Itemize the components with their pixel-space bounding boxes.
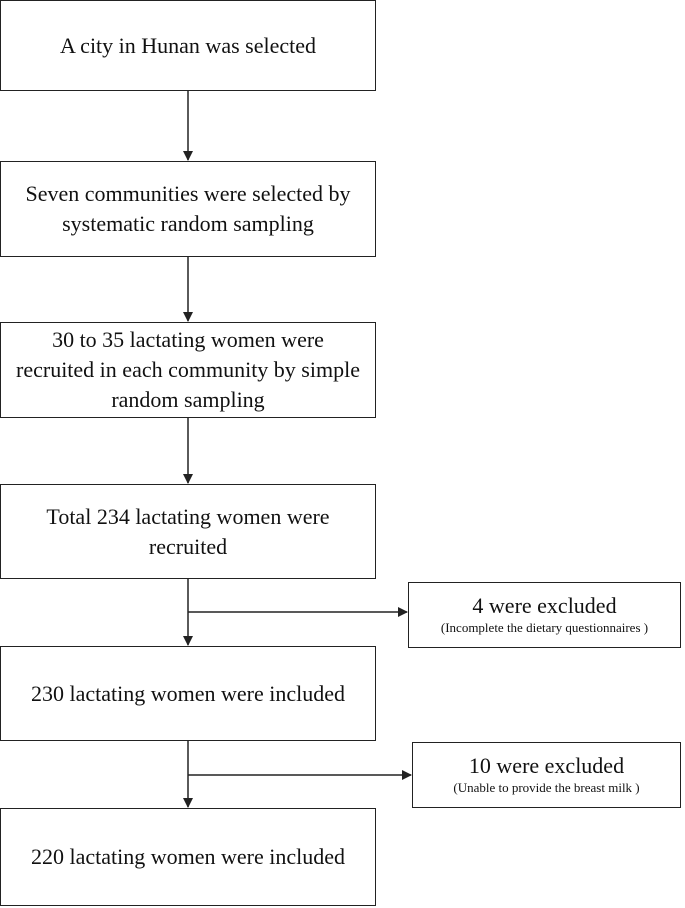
step-box-2: Seven communities were selected by syste… xyxy=(0,161,376,257)
step-box-5: 230 lactating women were included xyxy=(0,646,376,741)
step-text: 230 lactating women were included xyxy=(30,680,345,706)
step-text: A city in Hunan was selected xyxy=(60,32,316,58)
step-text: Seven communities were selected by syste… xyxy=(25,181,351,236)
step-text: 30 to 35 lactating women were recruited … xyxy=(16,327,360,412)
step-text: Total 234 lactating women were recruited xyxy=(46,503,330,559)
exclusion-box-2: 10 were excluded (Unable to provide the … xyxy=(412,742,681,808)
step-box-6: 220 lactating women were included xyxy=(0,808,376,906)
step-box-3: 30 to 35 lactating women were recruited … xyxy=(0,322,376,418)
step-text: 220 lactating women were included xyxy=(30,844,345,869)
exclusion-note: (Incomplete the dietary questionnaires ) xyxy=(440,620,649,635)
step-box-4: Total 234 lactating women were recruited xyxy=(0,484,376,579)
step-box-1: A city in Hunan was selected xyxy=(0,0,376,91)
exclusion-note: (Unable to provide the breast milk ) xyxy=(453,780,640,795)
exclusion-title: 4 were excluded xyxy=(472,593,617,618)
exclusion-box-1: 4 were excluded (Incomplete the dietary … xyxy=(408,582,681,648)
exclusion-title: 10 were excluded xyxy=(468,753,625,778)
